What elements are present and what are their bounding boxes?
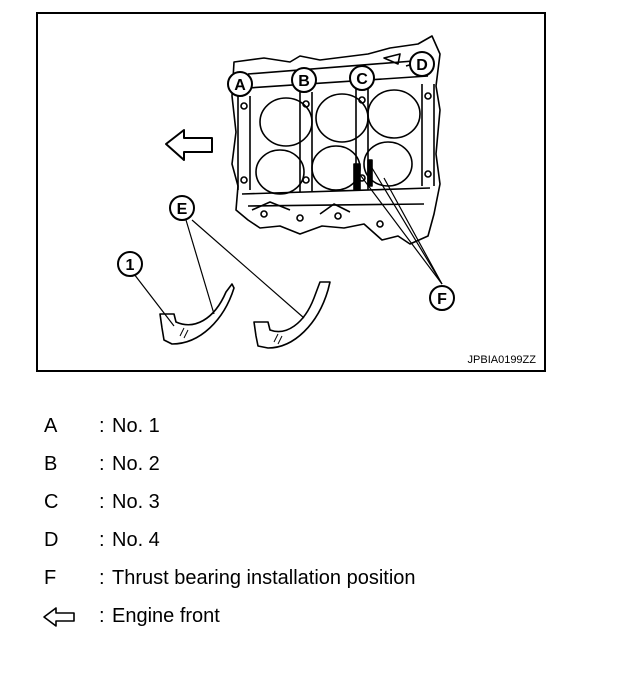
legend-row: C : No. 3 (44, 488, 604, 526)
legend-key: D (44, 529, 59, 551)
callout-1: 1 (126, 257, 135, 274)
legend-text: No. 4 (112, 529, 160, 551)
legend-key: C (44, 491, 59, 513)
leader-f-1 (357, 171, 443, 285)
callout-b-circle (291, 67, 317, 93)
legend: A : No. 1 B : No. 2 C : No. 3 D : No. 4 … (43, 412, 604, 640)
cylinder-bore (255, 149, 305, 195)
cylinder-bore (311, 145, 361, 191)
thrust-bearing-right (253, 281, 331, 349)
leader-e-right (191, 219, 305, 319)
cylinder-bore (259, 97, 313, 147)
journal-web-b (299, 92, 313, 192)
legend-separator: : (99, 567, 105, 589)
diagram-figure: A B C D E 1 F JPBIA0199ZZ (36, 12, 546, 372)
leader-f-3 (383, 177, 443, 285)
legend-separator: : (99, 605, 105, 627)
callout-f-circle (429, 285, 455, 311)
leader-f-2 (371, 167, 443, 285)
engine-front-arrow-icon (43, 607, 75, 627)
legend-row: F : Thrust bearing installation position (44, 564, 604, 602)
legend-key: B (44, 453, 58, 475)
engine-block-drawing: A B C D E 1 F (117, 35, 455, 349)
callout-c-circle (349, 65, 375, 91)
legend-row: B : No. 2 (44, 450, 604, 488)
callout-c: C (356, 71, 368, 88)
legend-text: No. 2 (112, 453, 160, 475)
legend-text: Engine front (112, 605, 220, 627)
cylinder-bore (315, 93, 369, 143)
legend-separator: : (99, 491, 105, 513)
leader-1 (133, 273, 175, 327)
leader-e-left (185, 219, 215, 315)
callout-d: D (416, 57, 428, 74)
legend-row: : Engine front (43, 602, 604, 640)
callout-b: B (298, 73, 310, 90)
cylinder-bore (367, 89, 421, 139)
legend-key: A (44, 415, 58, 437)
legend-separator: : (99, 415, 105, 437)
thrust-bearing-left (159, 283, 235, 345)
callout-a-circle (227, 71, 253, 97)
legend-text: No. 1 (112, 415, 160, 437)
legend-separator: : (99, 529, 105, 551)
callout-a: A (234, 77, 246, 94)
callout-e-circle (169, 195, 195, 221)
engine-front-arrow-icon (165, 129, 213, 161)
callout-d-circle (409, 51, 435, 77)
journal-web-d (421, 84, 435, 186)
figure-id: JPBIA0199ZZ (467, 354, 536, 366)
callout-1-circle (117, 251, 143, 277)
legend-key: F (44, 567, 57, 589)
callout-f: F (437, 291, 447, 308)
legend-separator: : (99, 453, 105, 475)
legend-row: A : No. 1 (44, 412, 604, 450)
journal-web-a (237, 96, 251, 190)
callout-e: E (177, 201, 188, 218)
cylinder-block-outline (231, 35, 441, 245)
legend-row: D : No. 4 (44, 526, 604, 564)
legend-text: Thrust bearing installation position (112, 567, 416, 589)
legend-text: No. 3 (112, 491, 160, 513)
